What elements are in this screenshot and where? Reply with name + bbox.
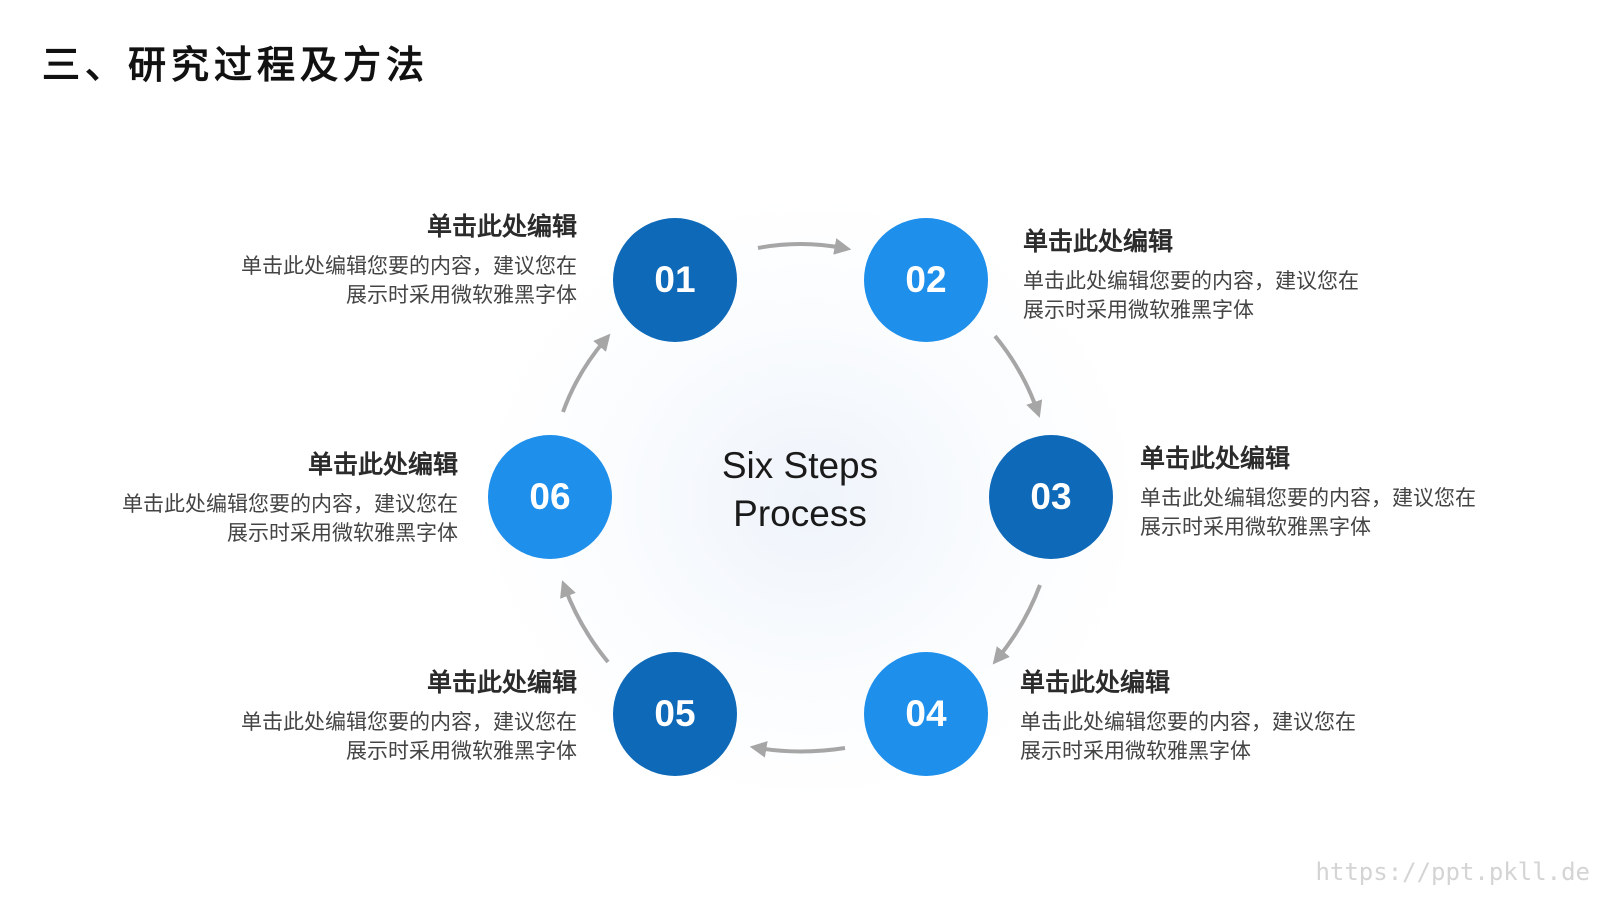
step-03-circle: 03 <box>989 435 1113 559</box>
step-06-description: 单击此处编辑 单击此处编辑您要的内容，建议您在 展示时采用微软雅黑字体 <box>38 448 458 548</box>
step-02-heading: 单击此处编辑 <box>1023 227 1174 256</box>
arrow-06-01 <box>561 333 611 413</box>
arrow-03-04 <box>992 584 1042 665</box>
step-01-body-line2: 展示时采用微软雅黑字体 <box>346 283 577 307</box>
step-03-body-line1: 单击此处编辑您要的内容，建议您在 <box>1140 486 1476 510</box>
step-05-description: 单击此处编辑 单击此处编辑您要的内容，建议您在 展示时采用微软雅黑字体 <box>157 666 577 766</box>
step-02-description: 单击此处编辑 单击此处编辑您要的内容，建议您在 展示时采用微软雅黑字体 <box>1023 225 1443 325</box>
step-03-description: 单击此处编辑 单击此处编辑您要的内容，建议您在 展示时采用微软雅黑字体 <box>1140 442 1560 542</box>
step-05-body: 单击此处编辑您要的内容，建议您在 展示时采用微软雅黑字体 <box>157 708 577 766</box>
step-03-heading: 单击此处编辑 <box>1140 444 1291 473</box>
arrow-01-02 <box>757 238 852 255</box>
step-04-body: 单击此处编辑您要的内容，建议您在 展示时采用微软雅黑字体 <box>1020 708 1440 766</box>
step-04-heading: 单击此处编辑 <box>1020 668 1171 697</box>
arrow-04-05 <box>749 741 846 758</box>
step-06-body: 单击此处编辑您要的内容，建议您在 展示时采用微软雅黑字体 <box>38 490 458 548</box>
step-05-circle: 05 <box>613 652 737 776</box>
step-05-body-line1: 单击此处编辑您要的内容，建议您在 <box>241 710 577 734</box>
step-02-body: 单击此处编辑您要的内容，建议您在 展示时采用微软雅黑字体 <box>1023 267 1443 325</box>
watermark: https://ppt.pkll.de <box>1315 858 1590 886</box>
step-01-circle: 01 <box>613 218 737 342</box>
step-04-body-line2: 展示时采用微软雅黑字体 <box>1020 739 1251 763</box>
step-04-body-line1: 单击此处编辑您要的内容，建议您在 <box>1020 710 1356 734</box>
step-06-body-line1: 单击此处编辑您要的内容，建议您在 <box>122 492 458 516</box>
step-03-body: 单击此处编辑您要的内容，建议您在 展示时采用微软雅黑字体 <box>1140 484 1560 542</box>
step-04-circle: 04 <box>864 652 988 776</box>
center-title: Six Steps Process <box>650 442 950 538</box>
step-04-description: 单击此处编辑 单击此处编辑您要的内容，建议您在 展示时采用微软雅黑字体 <box>1020 666 1440 766</box>
step-01-body: 单击此处编辑您要的内容，建议您在 展示时采用微软雅黑字体 <box>157 252 577 310</box>
step-02-body-line1: 单击此处编辑您要的内容，建议您在 <box>1023 269 1359 293</box>
step-06-body-line2: 展示时采用微软雅黑字体 <box>227 521 458 545</box>
step-01-body-line1: 单击此处编辑您要的内容，建议您在 <box>241 254 577 278</box>
step-06-heading: 单击此处编辑 <box>307 450 458 479</box>
center-title-line2: Process <box>733 493 867 534</box>
step-05-heading: 单击此处编辑 <box>426 668 577 697</box>
step-01-heading: 单击此处编辑 <box>426 212 577 241</box>
step-05-body-line2: 展示时采用微软雅黑字体 <box>346 739 577 763</box>
arrow-02-03 <box>993 334 1043 418</box>
step-01-description: 单击此处编辑 单击此处编辑您要的内容，建议您在 展示时采用微软雅黑字体 <box>157 210 577 310</box>
step-03-body-line2: 展示时采用微软雅黑字体 <box>1140 515 1371 539</box>
slide-title: 三、研究过程及方法 <box>42 43 430 87</box>
step-02-circle: 02 <box>864 218 988 342</box>
step-02-body-line2: 展示时采用微软雅黑字体 <box>1023 298 1254 322</box>
arrow-05-06 <box>560 580 610 664</box>
center-title-line1: Six Steps <box>721 445 879 486</box>
step-06-circle: 06 <box>488 435 612 559</box>
